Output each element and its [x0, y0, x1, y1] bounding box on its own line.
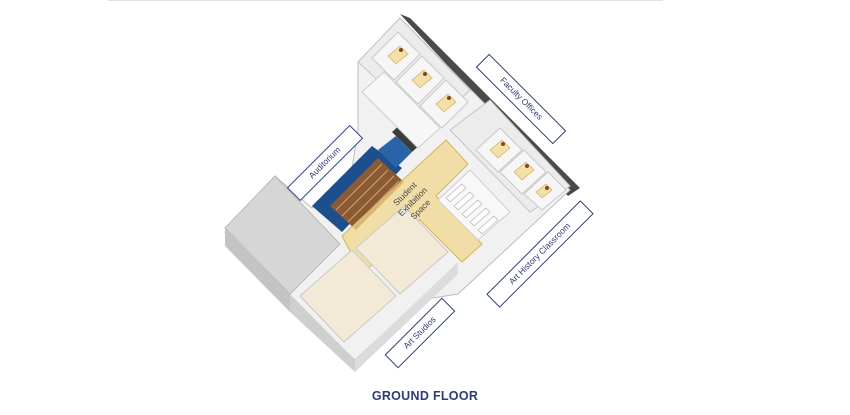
office-desks-north [387, 45, 457, 113]
west-wing-roof [224, 175, 341, 295]
floor-title: GROUND FLOOR [371, 389, 479, 403]
top-divider [108, 0, 663, 1]
west-wing-side [225, 228, 290, 312]
art-studio-room-2 [355, 205, 449, 295]
auditorium-seating [330, 158, 404, 230]
callout-art-studios: Art Studios [384, 297, 456, 369]
south-facade [290, 294, 355, 372]
art-studio-room-1 [299, 249, 397, 343]
classroom-desks [445, 183, 499, 235]
corridor [361, 71, 441, 149]
auditorium-stage [378, 136, 412, 168]
office-chairs-north [399, 48, 451, 100]
office-chairs-east [501, 142, 549, 190]
south-facade-east [355, 262, 458, 372]
